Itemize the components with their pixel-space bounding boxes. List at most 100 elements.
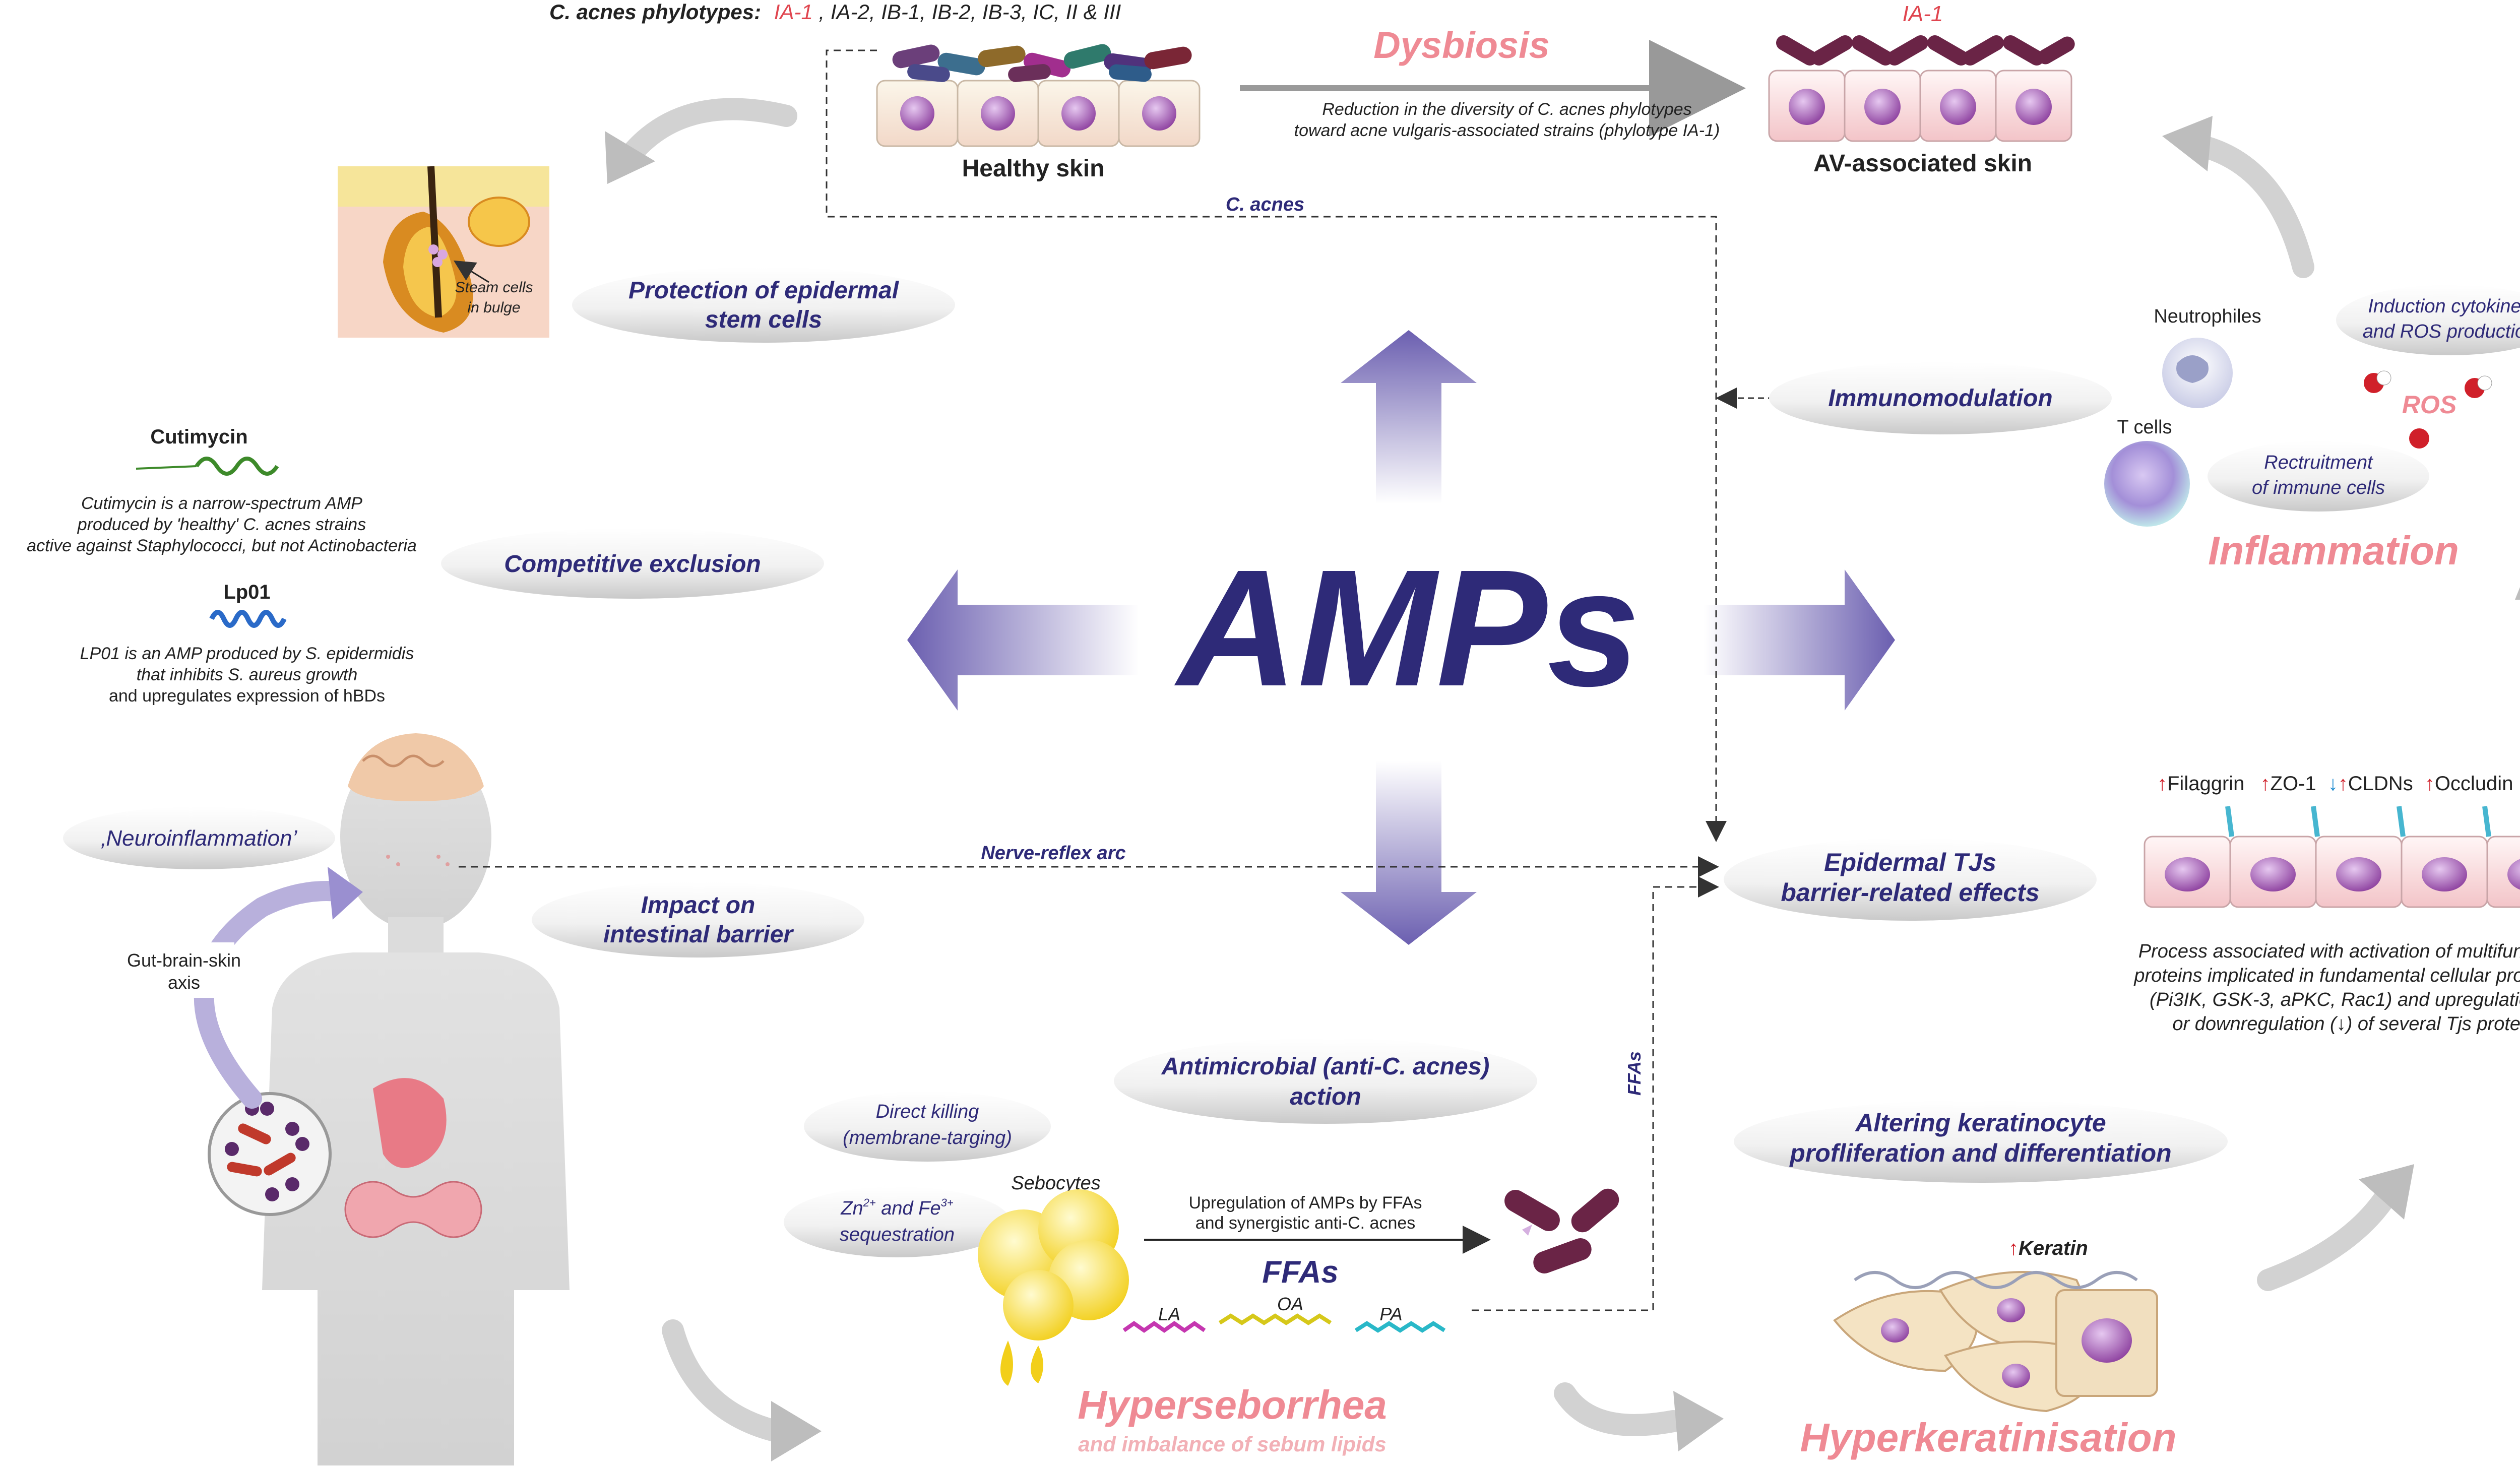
altering-label-1: Altering keratinocyte — [1854, 1109, 2106, 1137]
filaggrin-label: Filaggrin — [2167, 773, 2244, 795]
inflammation-label: Inflammation — [2208, 528, 2459, 573]
gray-curved-arrow-top-right — [2191, 135, 2314, 278]
up-arrow-keratin-icon: ↑ — [2008, 1237, 2019, 1259]
upregulation-label-1: Upregulation of AMPs by FFAs — [1189, 1193, 1422, 1212]
c-acnes-label: C. acnes — [1226, 194, 1304, 215]
pa-chain-icon — [1354, 1321, 1446, 1333]
cutimycin-desc-2: produced by 'healthy' C. acnes strains — [77, 515, 366, 534]
center-arrows — [907, 330, 1895, 945]
recruitment-label-2: of immune cells — [2252, 477, 2385, 498]
gray-curved-arrow-bottom-right — [2257, 1188, 2395, 1291]
recruitment-pill: Rectruitment of immune cells — [2208, 441, 2429, 512]
neuroinflammation-label: ‚Neuroinflammation’ — [101, 826, 298, 851]
neutrophil-icon — [2162, 338, 2233, 408]
phylotype-ia1: IA-1 — [774, 0, 813, 24]
microbiota-lens-icon — [208, 1092, 332, 1216]
gray-arrowhead-top-right-icon — [2162, 116, 2213, 171]
arrow-right-icon — [1704, 569, 1895, 711]
up-arrow-cldns-icon: ↑ — [2338, 773, 2348, 795]
induction-label-1: Induction cytokines — [2368, 296, 2520, 317]
av-skin-illustration — [1768, 35, 2075, 142]
induction-pill: Induction cytokines and ROS production — [2336, 285, 2520, 355]
zo1-label: ZO-1 — [2271, 773, 2316, 795]
pa-label: PA — [1379, 1304, 1402, 1324]
sequestration-pill: Zn2+ and Fe3+ sequestration — [784, 1187, 1011, 1257]
sebocytes-illustration — [978, 1189, 1129, 1386]
gray-curved-arrow-bottom-mid — [1554, 1382, 1684, 1436]
tj-proteins-line: ↑Filaggrin ↑ZO-1 ↓↑CLDNs ↑Occludin — [2157, 773, 2513, 795]
dysbiosis-label: Dysbiosis — [1373, 24, 1550, 66]
sequestration-label: sequestration — [840, 1224, 955, 1245]
c-acnes-bacteria-icon — [1504, 1188, 1619, 1273]
antimicrobial-label-1: Antimicrobial (anti-C. acnes) — [1161, 1053, 1490, 1080]
lp01-helix-icon — [209, 610, 287, 628]
cutimycin-title: Cutimycin — [150, 426, 247, 448]
oa-label: OA — [1277, 1294, 1303, 1314]
gray-arrowhead-bottom-left-icon — [771, 1401, 822, 1461]
ros-label: ROS — [2402, 391, 2456, 419]
competitive-label: Competitive exclusion — [504, 551, 761, 578]
ia1-label: IA-1 — [1903, 2, 1943, 26]
cldns-label: CLDNs — [2348, 773, 2413, 795]
arrow-left-icon — [907, 569, 1139, 711]
gut-brain-label-2: axis — [168, 972, 200, 993]
cutimycin-desc-1: Cutimycin is a narrow-spectrum AMP — [81, 494, 362, 513]
gut-brain-arrowhead-icon — [328, 867, 363, 920]
lp01-desc-3: and upregulates expression of hBDs — [109, 686, 385, 706]
human-silhouette — [262, 733, 570, 1465]
lp01-title: Lp01 — [223, 581, 270, 603]
gray-arrowhead-top-icon — [605, 131, 655, 184]
occludin-label: Occludin — [2435, 773, 2513, 795]
immunomodulation-label: Immunomodulation — [1828, 385, 2052, 412]
zn-text: Zn — [840, 1198, 863, 1219]
gut-brain-label-1: Gut-brain-skin — [127, 950, 241, 971]
t-cell-icon — [2104, 441, 2190, 527]
fe-text: and Fe — [876, 1198, 941, 1219]
antimicrobial-label-2: action — [1290, 1083, 1361, 1110]
la-label: LA — [1158, 1304, 1180, 1324]
tj-label-2: barrier-related effects — [1781, 878, 2039, 907]
t-cells-label: T cells — [2117, 417, 2172, 438]
phylotypes-label: C. acnes phylotypes: — [549, 0, 761, 24]
la-chain-icon — [1122, 1321, 1206, 1333]
dysbiosis-desc-1: Reduction in the diversity of C. acnes p… — [1322, 100, 1691, 119]
intestinal-pill: Impact on intestinal barrier — [532, 882, 864, 958]
intestinal-label-2: intestinal barrier — [603, 921, 794, 948]
up-arrow-zo1-icon: ↑ — [2260, 773, 2271, 795]
altering-label-2: profliferation and differentiation — [1789, 1139, 2171, 1167]
amps-title: AMPs — [1172, 535, 1640, 721]
imbalance-label: and imbalance of sebum lipids — [1078, 1432, 1386, 1456]
protection-label-1: Protection of epidermal — [628, 277, 900, 304]
phylotypes-rest: , IA-2, IB-1, IB-2, IB-3, IC, II & III — [819, 0, 1121, 24]
process-desc-2: proteins implicated in fundamental cellu… — [2133, 965, 2520, 986]
direct-killing-label-2: (membrane-targing) — [843, 1127, 1012, 1148]
gray-arrowhead-right-mid-icon — [2515, 587, 2520, 600]
neuroinflammation-pill: ‚Neuroinflammation’ — [63, 807, 335, 869]
keratinocytes-illustration — [1833, 1271, 2158, 1413]
altering-pill: Altering keratinocyte profliferation and… — [1734, 1100, 2228, 1183]
neutrophiles-label: Neutrophiles — [2154, 306, 2261, 327]
upregulation-label-2: and synergistic anti-C. acnes — [1195, 1214, 1416, 1233]
lp01-desc-1: LP01 is an AMP produced by S. epidermidi… — [80, 644, 414, 663]
gray-curved-arrow-bottom-left — [662, 1319, 787, 1442]
arrow-up-icon — [1341, 330, 1477, 504]
protection-label-2: stem cells — [705, 306, 822, 333]
process-desc-1: Process associated with activation of mu… — [2138, 941, 2520, 962]
induction-label-2: and ROS production — [2363, 321, 2520, 342]
gray-arrowhead-bottom-right-icon — [2359, 1164, 2414, 1220]
competitive-pill: Competitive exclusion — [441, 528, 824, 599]
ffas-connector — [1472, 876, 1719, 1311]
c-acnes-connector — [826, 49, 1727, 842]
dysbiosis-desc-2: toward acne vulgaris-associated strains … — [1294, 121, 1720, 140]
up-arrow-occludin-icon: ↑ — [2425, 773, 2435, 795]
cutimycin-desc-3: active against Staphylococci, but not Ac… — [27, 536, 417, 555]
stem-cells-label-2: in bulge — [467, 299, 520, 316]
direct-killing-pill: Direct killing (membrane-targing) — [804, 1091, 1051, 1162]
fe-sup: 3+ — [941, 1196, 954, 1209]
keratin-line: ↑Keratin — [2008, 1237, 2088, 1259]
hyperkeratinisation-label: Hyperkeratinisation — [1800, 1415, 2177, 1460]
gut-brain-arc — [194, 881, 353, 1109]
healthy-skin-label: Healthy skin — [962, 155, 1105, 182]
immunomodulation-pill: Immunomodulation — [1769, 362, 2112, 434]
